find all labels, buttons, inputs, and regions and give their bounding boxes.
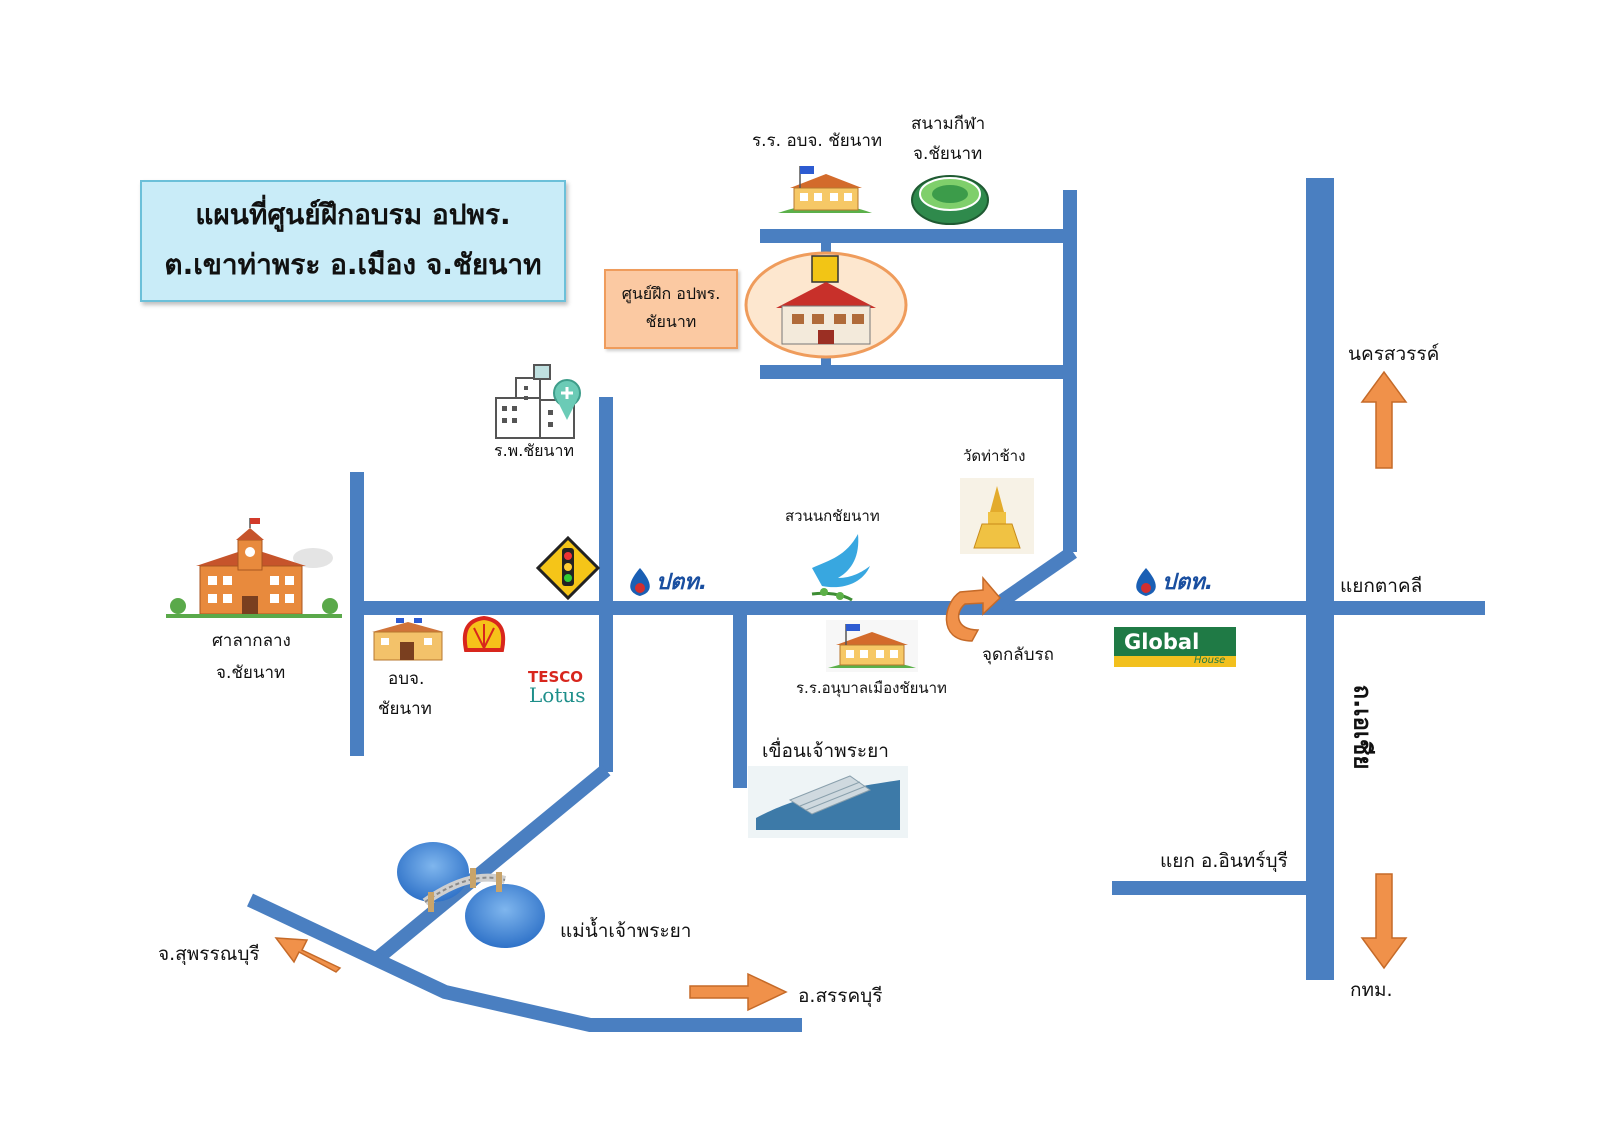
global-logo-text-1: Global: [1124, 630, 1200, 654]
road-diagonal-uturn: [988, 546, 1077, 614]
road-southwest: [247, 893, 802, 1032]
tesco-logo-text-2: Lotus: [529, 683, 586, 707]
ptt-logo-text-1: ปตท.: [656, 570, 708, 595]
ptt-logo-text-2: ปตท.: [1162, 570, 1214, 595]
nakhon-sawan-label: นครสวรรค์: [1348, 343, 1440, 365]
global-logo-text-2: House: [1194, 655, 1226, 666]
river-bridge-icon: [397, 842, 545, 948]
city-hall-label-line1: ศาลากลาง: [212, 631, 291, 651]
temple-label: วัดท่าช้าง: [963, 447, 1026, 465]
hospital-label: ร.พ.ชัยนาท: [494, 441, 575, 460]
school-pao-label: ร.ร. อบจ. ชัยนาท: [752, 131, 883, 151]
arrow-right-icon: [689, 972, 788, 1012]
stadium-label-line1: สนามกีฬา: [911, 114, 986, 134]
dam-label: เขื่อนเจ้าพระยา: [762, 740, 889, 762]
asia-road-label: ถ.เอเชีย: [1348, 684, 1377, 770]
kindergarten-icon: [826, 620, 918, 672]
bird-park-icon: [811, 534, 870, 602]
roads: [247, 178, 1485, 1032]
kindergarten-label: ร.ร.อนุบาลเมืองชัยนาท: [796, 679, 947, 697]
tesco-logo-text-1: TESCO: [528, 668, 584, 686]
bird-park-label: สวนนกชัยนาท: [785, 507, 880, 525]
training-center-label-box: ศูนย์ฝึก อปพร. ชัยนาท: [604, 269, 738, 349]
map-title-box: แผนที่ศูนย์ฝึกอบรม อปพร. ต.เขาท่าพระ อ.เ…: [140, 180, 566, 302]
training-center-icon: [744, 251, 908, 359]
pao-office-label-line1: อบจ.: [388, 669, 425, 689]
map-title-line1: แผนที่ศูนย์ฝึกอบรม อปพร.: [195, 198, 511, 231]
takhli-junction-label: แยกตาคลี: [1340, 575, 1423, 597]
arrow-up-icon: [1360, 370, 1408, 469]
city-hall-label-line2: จ.ชัยนาท: [216, 663, 286, 683]
shell-logo-icon: [462, 615, 506, 652]
u-turn-label: จุดกลับรถ: [982, 645, 1054, 665]
direction-arrows: [274, 370, 1408, 1012]
training-center-line2: ชัยนาท: [645, 312, 697, 331]
ptt-drop-icon-2: [1136, 568, 1156, 596]
bangkok-label: กทม.: [1350, 979, 1393, 1001]
ptt-drop-icon-1: [630, 568, 650, 596]
arrow-left-icon: [274, 937, 342, 973]
river-label: แม่น้ำเจ้าพระยา: [560, 920, 692, 942]
sankhaburi-label: อ.สรรคบุรี: [798, 985, 883, 1007]
stadium-icon: [911, 175, 989, 225]
hospital-icon: [495, 364, 581, 439]
pao-office-icon: [372, 618, 444, 661]
school-building-icon: [777, 160, 873, 216]
arrow-down-icon: [1360, 873, 1408, 970]
city-hall-icon: [166, 518, 342, 618]
training-center-line1: ศูนย์ฝึก อปพร.: [621, 284, 721, 303]
map-title-line2: ต.เขาท่าพระ อ.เมือง จ.ชัยนาท: [164, 248, 542, 281]
u-turn-icon: [945, 575, 1002, 642]
pao-office-label-line2: ชัยนาท: [378, 699, 432, 719]
inburi-junction-label: แยก อ.อินทร์บุรี: [1160, 850, 1288, 872]
stadium-label-line2: จ.ชัยนาท: [913, 144, 983, 164]
global-house-logo-icon: [1114, 627, 1236, 667]
road-river-diagonal: [368, 764, 611, 968]
traffic-light-icon: [535, 535, 601, 601]
dam-icon: [748, 766, 908, 838]
suphanburi-label: จ.สุพรรณบุรี: [158, 943, 260, 965]
temple-icon: [960, 478, 1034, 554]
